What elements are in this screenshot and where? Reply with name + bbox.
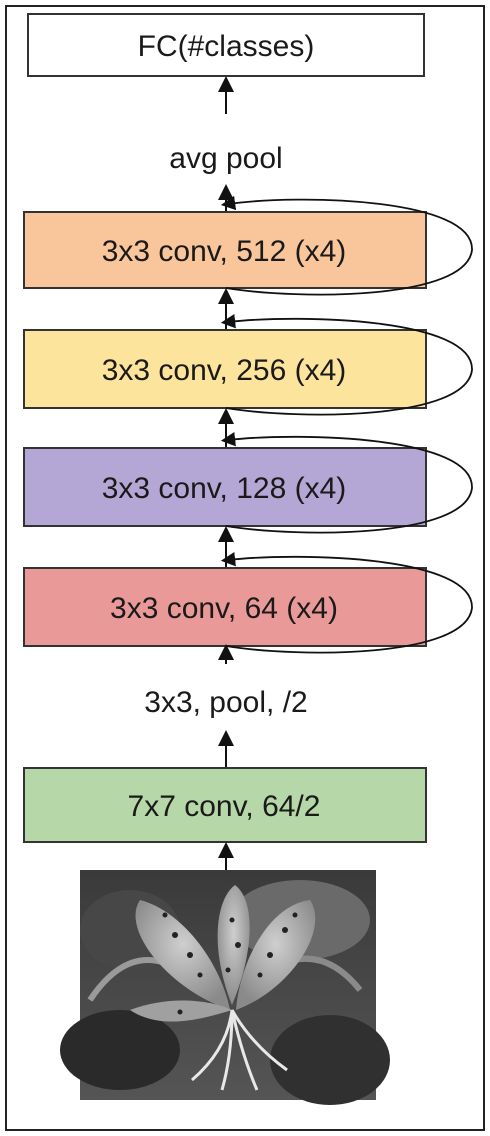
lily-petal — [135, 900, 230, 1010]
skip-loop-512 — [220, 195, 473, 296]
conv256-label: 3x3 conv, 256 (x4) — [102, 354, 347, 387]
skip-loop-256 — [220, 314, 473, 416]
skip-loop-128 — [220, 432, 473, 534]
lily-petal — [217, 885, 250, 1005]
conv128-box — [23, 447, 427, 527]
conv128-label: 3x3 conv, 128 (x4) — [102, 472, 347, 505]
fc-block: FC(#classes) — [27, 13, 425, 77]
skip-loop-64 — [220, 552, 473, 654]
avg-pool-label: avg pool — [169, 142, 282, 175]
conv256-box — [23, 329, 427, 409]
conv256-block: 3x3 conv, 256 (x4) — [23, 314, 473, 416]
conv7x7-label: 7x7 conv, 64/2 — [128, 790, 321, 823]
conv64-block: 3x3 conv, 64 (x4) — [23, 552, 473, 654]
conv7x7-block: 7x7 conv, 64/2 — [23, 767, 427, 843]
conv7x7-box — [23, 767, 427, 843]
conv512-box — [23, 211, 427, 289]
conv64-label: 3x3 conv, 64 (x4) — [110, 592, 338, 625]
pool-label: 3x3, pool, /2 — [144, 686, 307, 719]
fc-block-box — [27, 13, 425, 77]
conv512-label: 3x3 conv, 512 (x4) — [102, 235, 347, 268]
conv128-block: 3x3 conv, 128 (x4) — [23, 432, 473, 534]
input-image — [60, 870, 390, 1105]
conv64-box — [23, 567, 427, 647]
conv512-block: 3x3 conv, 512 (x4) — [23, 195, 473, 296]
lily-petal — [236, 900, 316, 1010]
fc-block-label: FC(#classes) — [138, 30, 315, 63]
